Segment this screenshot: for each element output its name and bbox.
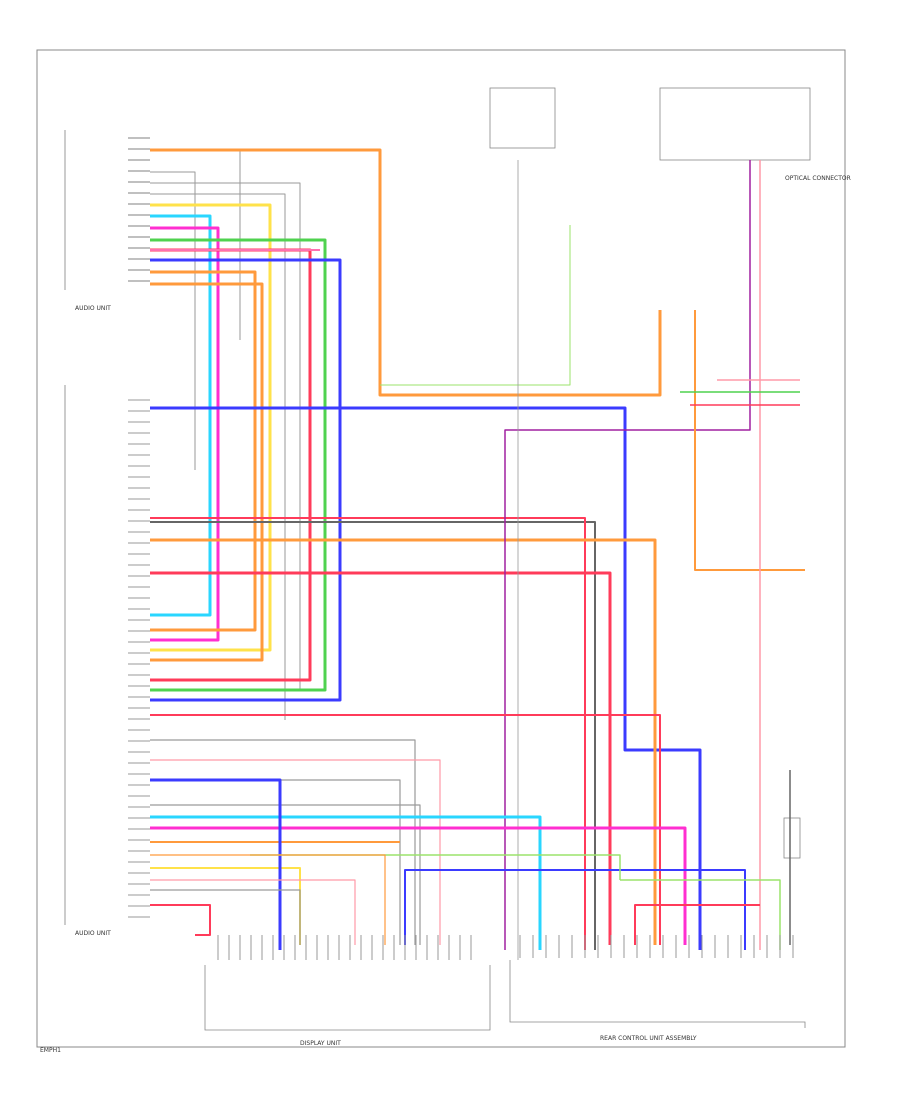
wire-pink-3	[150, 759, 441, 945]
wire-orange-7	[150, 854, 386, 945]
display-unit-connector	[204, 965, 491, 1031]
wire-blue-3	[404, 869, 746, 950]
wire-yellow-1	[150, 203, 272, 652]
rear-control-label: REAR CONTROL UNIT ASSEMBLY	[600, 1035, 697, 1042]
relay-box-top-right	[659, 87, 811, 161]
wire-pink-4	[150, 879, 356, 945]
wire-dgray-1	[150, 521, 596, 950]
rear-control-connector	[509, 960, 806, 1028]
wire-gray-5	[150, 739, 416, 945]
wire-green-1	[150, 238, 327, 692]
wire-orange-5	[694, 310, 805, 571]
page-code: EMPH1	[40, 1047, 61, 1054]
audio-unit-bottom-label: AUDIO UNIT	[75, 930, 111, 937]
wire-green-2	[250, 854, 621, 880]
wire-cyan-1	[150, 214, 212, 617]
relay-box-top	[489, 87, 556, 149]
wire-orange-4	[150, 538, 657, 945]
wire-purple-1	[504, 160, 751, 950]
thin-gray-4	[150, 193, 286, 720]
sensor-box	[783, 817, 801, 859]
wire-red-4	[150, 714, 661, 945]
diagram-frame	[36, 49, 846, 1048]
wire-blue-2	[150, 778, 282, 950]
wire-red-3	[150, 571, 612, 945]
audio-unit-top-label: AUDIO UNIT	[75, 305, 111, 312]
wire-green-3	[620, 879, 781, 950]
display-unit-label: DISPLAY UNIT	[300, 1040, 341, 1047]
wire-blue-1	[150, 258, 342, 702]
thin-gray-2	[150, 171, 196, 470]
optical-connector-label: OPTICAL CONNECTOR	[785, 175, 851, 182]
wire-gray-8	[150, 889, 301, 945]
wire-red-2	[150, 517, 586, 950]
wire-magenta-2	[150, 826, 687, 945]
wire-lightgreen-vert	[380, 225, 571, 386]
wire-orange-main	[150, 148, 662, 397]
wire-red-6	[634, 904, 760, 945]
wire-magenta-1	[150, 226, 220, 642]
wire-cyan-2	[150, 815, 542, 950]
wire-red-5	[150, 904, 211, 936]
wire-orange-3	[150, 282, 264, 662]
wire-gray-7	[150, 804, 421, 945]
wire-blue-long	[150, 406, 702, 950]
wire-orange-2	[150, 270, 257, 632]
